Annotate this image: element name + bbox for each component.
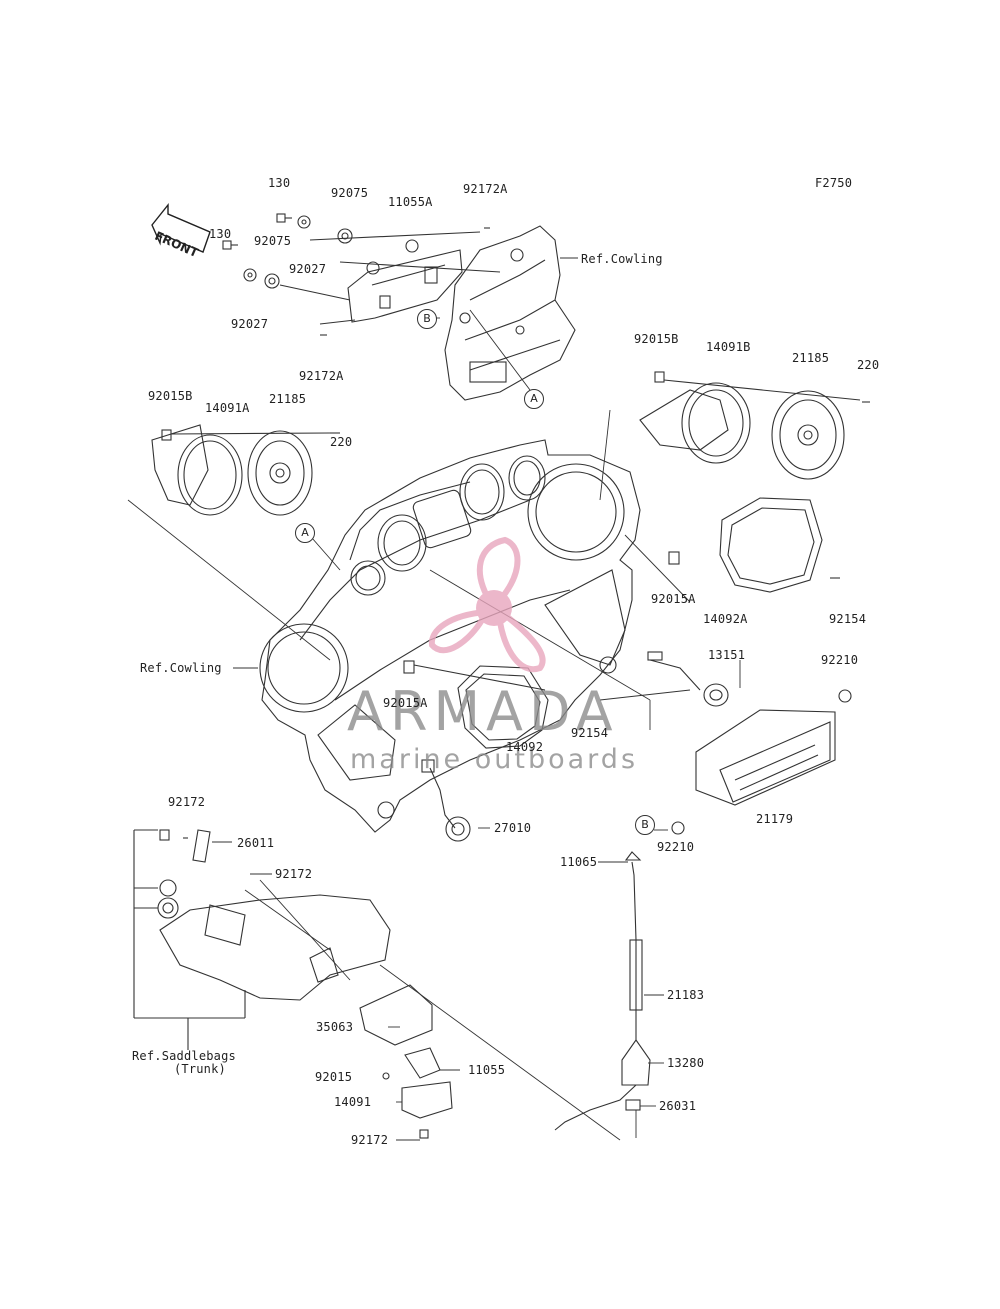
left-speaker-assembly [151, 424, 340, 516]
watermark-title: ARMADA [347, 680, 619, 743]
grill-center [403, 660, 549, 749]
right-speaker-assembly [639, 371, 870, 480]
part-label[interactable]: 35063 [316, 1020, 354, 1034]
part-label[interactable]: 13280 [667, 1056, 705, 1070]
marker-a: A [524, 389, 544, 409]
watermark-subtitle: marine outboards [350, 744, 639, 775]
part-label[interactable]: 92172A [463, 182, 508, 196]
part-label[interactable]: 21179 [756, 812, 794, 826]
power-socket [647, 651, 729, 707]
part-label[interactable]: 92172 [275, 867, 313, 881]
part-label[interactable]: 14092A [703, 612, 748, 626]
part-label[interactable]: 92015A [383, 696, 428, 710]
part-label[interactable]: 26011 [237, 836, 275, 850]
ref-saddlebags-line1: Ref.Saddlebags [132, 1049, 236, 1063]
ref-cowling-left[interactable]: Ref.Cowling [140, 661, 222, 675]
part-label[interactable]: 220 [857, 358, 880, 372]
part-label[interactable]: 220 [330, 435, 353, 449]
grill-right [668, 497, 840, 593]
part-label[interactable]: 92210 [821, 653, 859, 667]
marker-a: A [295, 523, 315, 543]
harness-27010 [421, 759, 471, 842]
figure-code: F2750 [815, 176, 853, 190]
part-label[interactable]: 92075 [254, 234, 292, 248]
part-label[interactable]: 14091A [205, 401, 250, 415]
part-label[interactable]: 92027 [231, 317, 269, 331]
part-label[interactable]: 21183 [667, 988, 705, 1002]
part-label[interactable]: 92210 [657, 840, 695, 854]
saddlebags-bracket [133, 829, 246, 1050]
marker-b: B [635, 815, 655, 835]
top-hardware [222, 213, 490, 336]
watermark-propeller-icon [428, 536, 546, 673]
part-label[interactable]: 13151 [708, 648, 746, 662]
part-label[interactable]: 21185 [269, 392, 307, 406]
part-label[interactable]: 92075 [331, 186, 369, 200]
part-label[interactable]: 92172 [168, 795, 206, 809]
part-label[interactable]: 14091B [706, 340, 751, 354]
part-label[interactable]: 92015 [315, 1070, 353, 1084]
upper-cowling [444, 225, 576, 401]
front-arrow-icon [151, 203, 211, 253]
part-label[interactable]: 92015A [651, 592, 696, 606]
part-label[interactable]: 11055 [468, 1063, 506, 1077]
part-label[interactable]: 92154 [829, 612, 867, 626]
part-label[interactable]: 130 [209, 227, 232, 241]
main-fairing [259, 439, 641, 833]
part-label[interactable]: 92172A [299, 369, 344, 383]
antenna [554, 851, 651, 1131]
part-label[interactable]: 92154 [571, 726, 609, 740]
part-label[interactable]: 92027 [289, 262, 327, 276]
marker-b: B [417, 309, 437, 329]
ref-cowling-top[interactable]: Ref.Cowling [581, 252, 663, 266]
part-label[interactable]: 26031 [659, 1099, 697, 1113]
part-label[interactable]: 92015B [634, 332, 679, 346]
ref-saddlebags[interactable]: Ref.Saddlebags (Trunk) [132, 1050, 236, 1076]
part-label[interactable]: 14091 [334, 1095, 372, 1109]
part-label[interactable]: 27010 [494, 821, 532, 835]
part-label[interactable]: 11065 [560, 855, 598, 869]
radio-unit [671, 689, 852, 835]
upper-bracket [279, 231, 501, 325]
part-label[interactable]: 130 [268, 176, 291, 190]
part-label[interactable]: 11055A [388, 195, 433, 209]
ref-saddlebags-line2: (Trunk) [173, 1062, 226, 1076]
part-label[interactable]: 92015B [148, 389, 193, 403]
part-label[interactable]: 21185 [792, 351, 830, 365]
part-label[interactable]: 92172 [351, 1133, 389, 1147]
part-label[interactable]: 14092 [506, 740, 544, 754]
